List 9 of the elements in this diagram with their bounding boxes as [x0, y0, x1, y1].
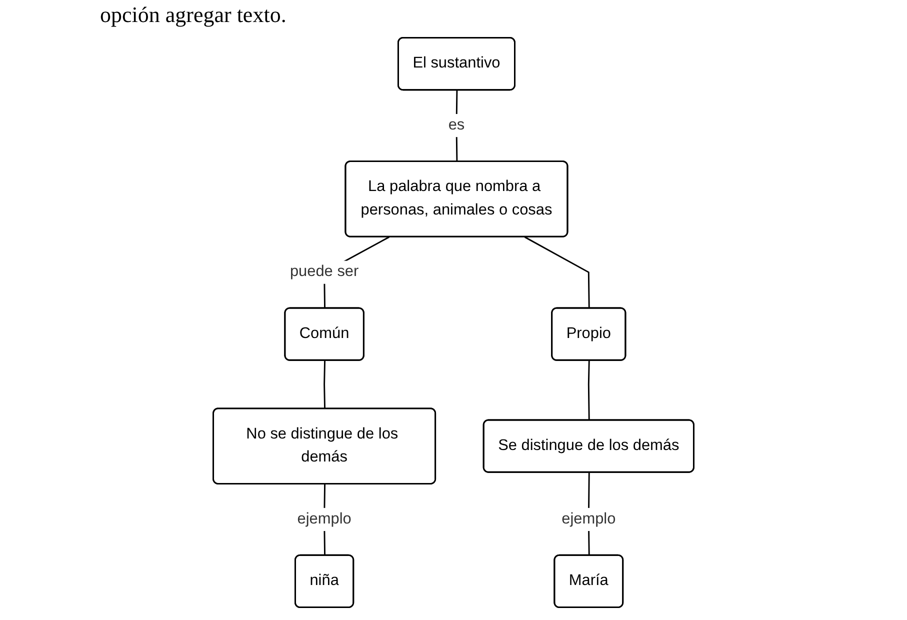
edge-label: puede ser	[290, 264, 359, 280]
edge-label: es	[448, 116, 465, 134]
connector	[456, 90, 458, 162]
connector	[324, 360, 326, 409]
connector	[524, 236, 590, 308]
edge-label: ejemplo	[297, 510, 352, 528]
connector	[588, 360, 590, 420]
edge-label: ejemplo	[562, 510, 616, 528]
note-text: opción agregar texto.	[100, 2, 286, 27]
